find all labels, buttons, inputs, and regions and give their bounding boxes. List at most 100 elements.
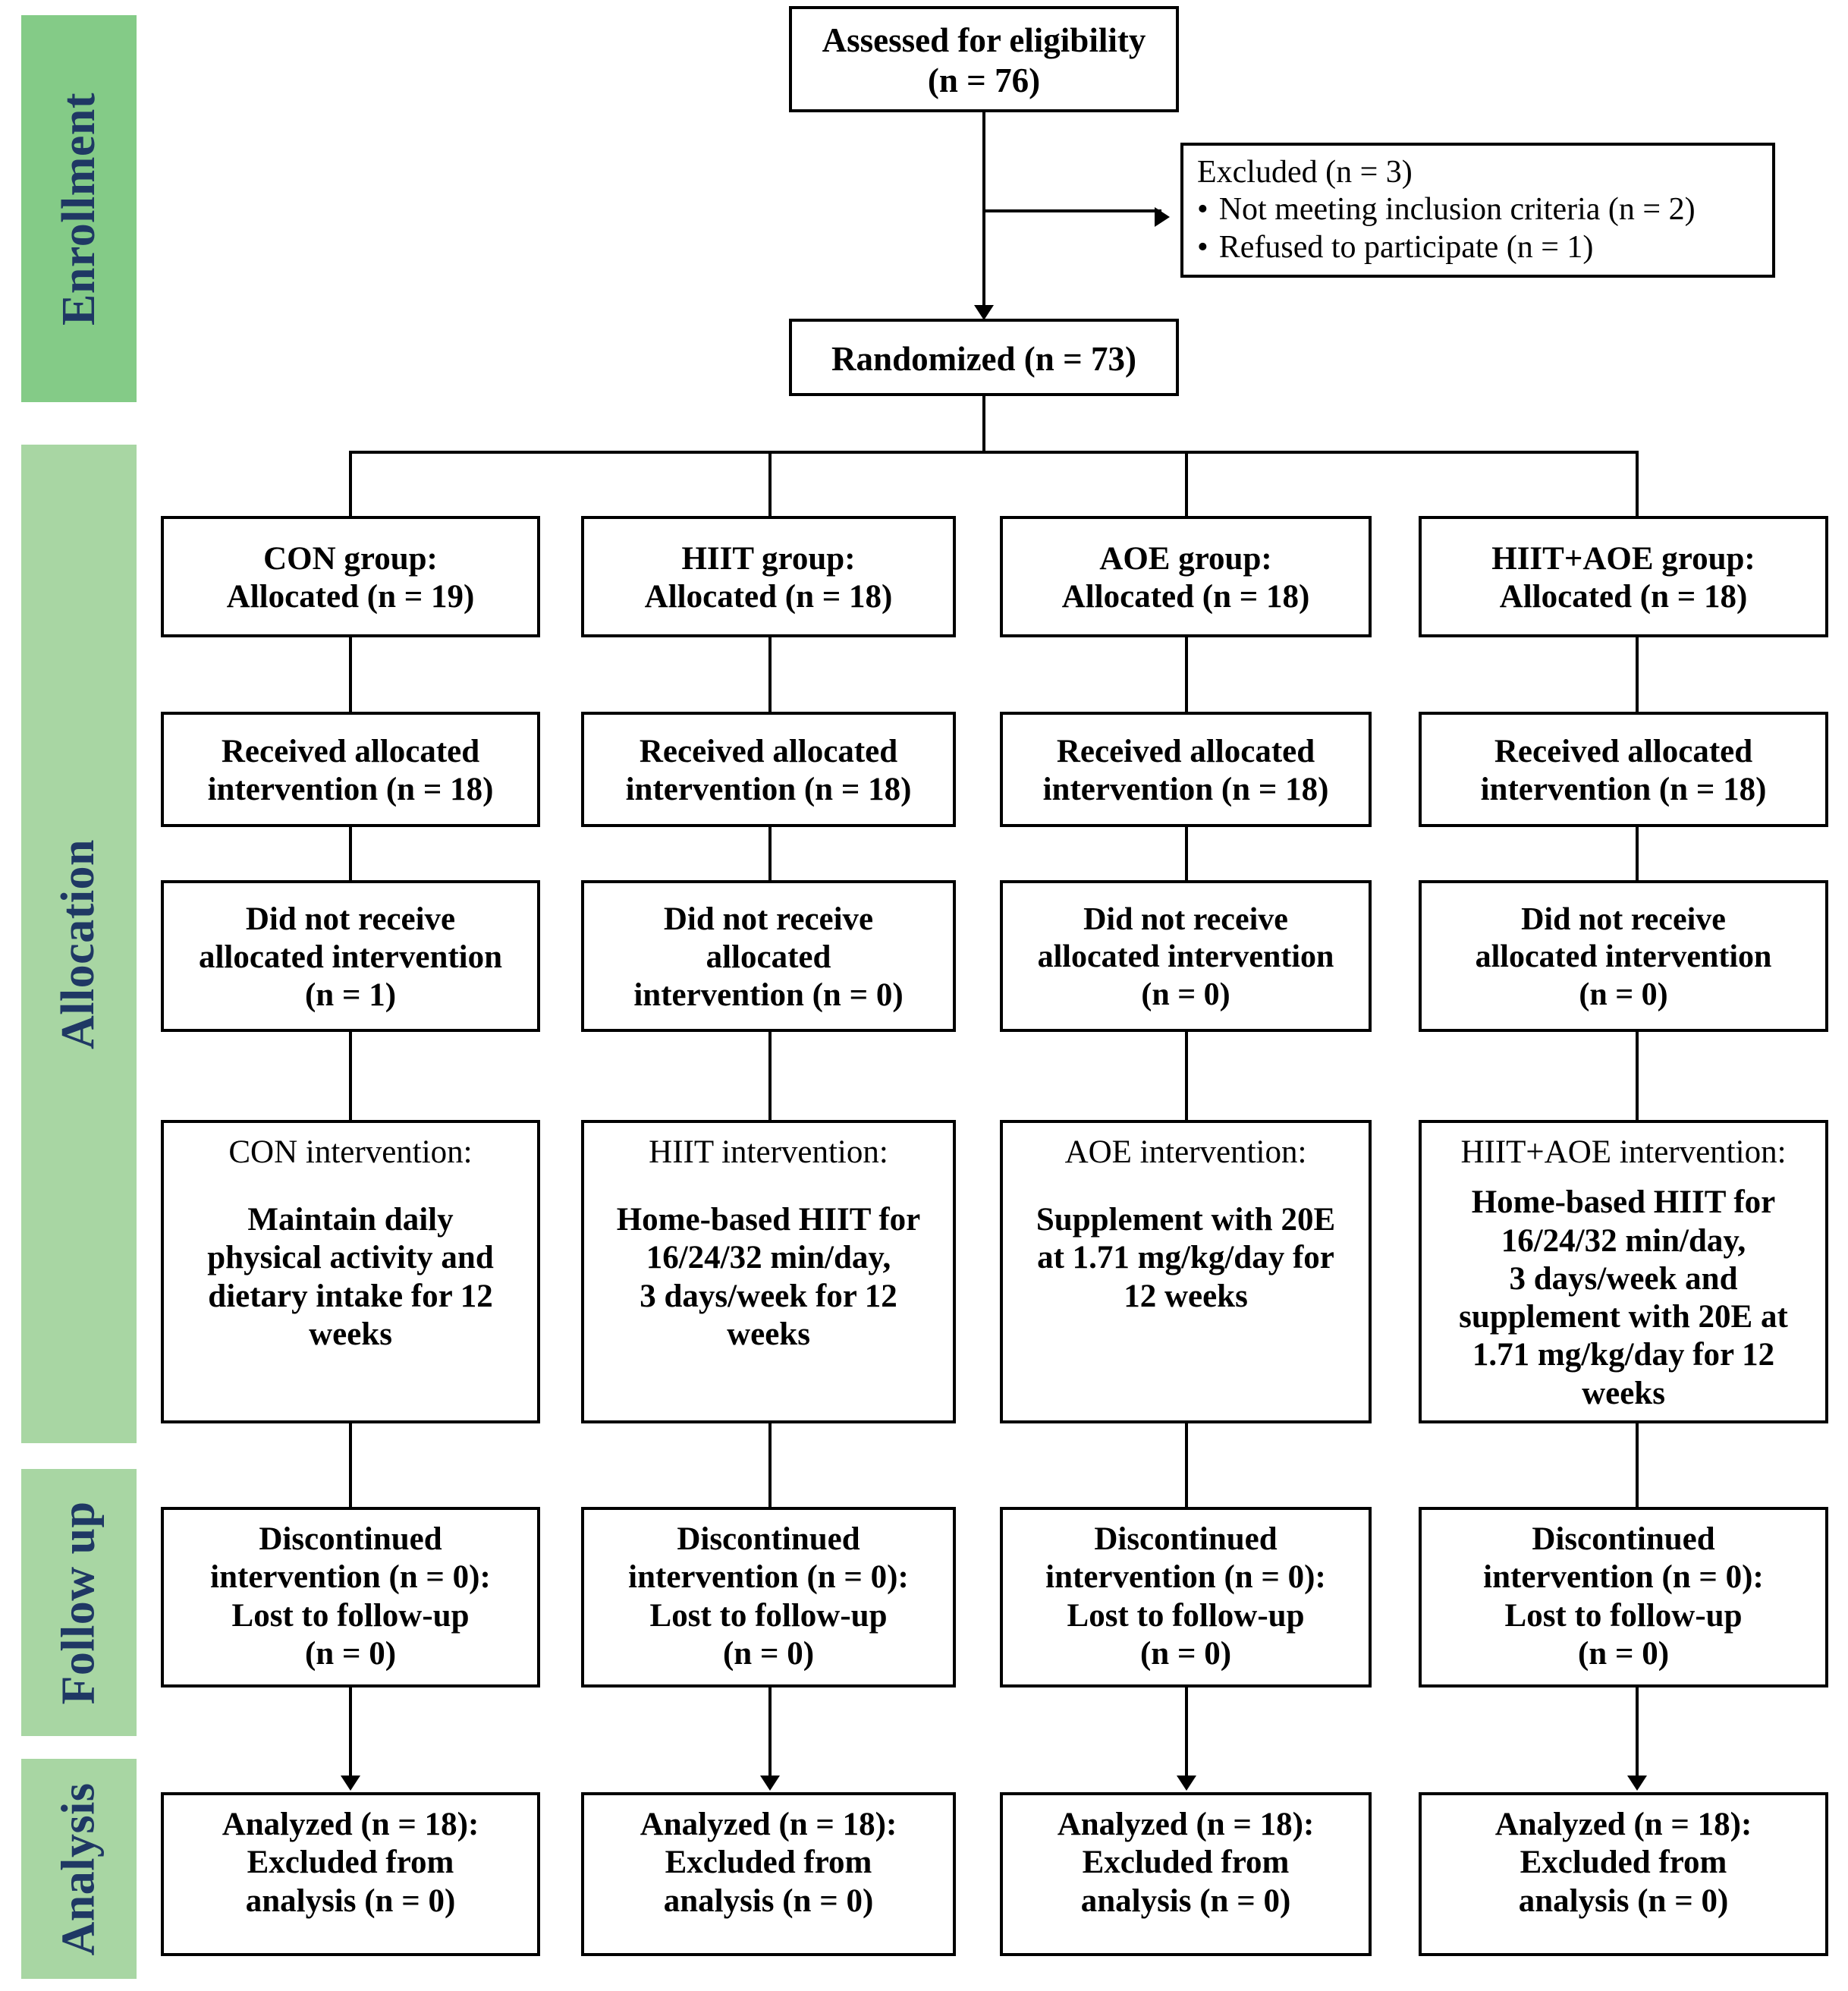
followup-hiit-line-2: intervention (n = 0): (628, 1559, 909, 1596)
box-received-con: Received allocated intervention (n = 18) (161, 712, 540, 827)
not-received-hiit-line-1: Did not receive (663, 901, 874, 937)
received-con-line-2: intervention (n = 18) (207, 772, 494, 807)
box-allocation-hiit-aoe: HIIT+AOE group: Allocated (n = 18) (1419, 516, 1828, 637)
phase-label-enrollment: Enrollment (52, 92, 105, 326)
intervention-aoe-body-1: Supplement with 20E (1036, 1201, 1336, 1238)
intervention-aoe-heading: AOE intervention: (1064, 1134, 1307, 1170)
arrowhead-into-analysis-hiit-aoe (1627, 1776, 1647, 1791)
allocation-hiit-aoe-line-1: HIIT+AOE group: (1491, 540, 1755, 577)
arrowhead-into-analysis-con (341, 1776, 360, 1791)
followup-hiit-line-1: Discontinued (677, 1521, 860, 1557)
intervention-hiit-aoe-body-5: 1.71 mg/kg/day for 12 (1472, 1337, 1775, 1373)
followup-aoe-line-3: Lost to follow-up (1067, 1597, 1305, 1634)
analysis-aoe-line-1: Analyzed (n = 18): (1057, 1807, 1315, 1842)
intervention-con-body-2: physical activity and (207, 1240, 494, 1276)
connector-hiit-followup-to-analysis (768, 1687, 772, 1786)
box-received-hiit-aoe: Received allocated intervention (n = 18) (1419, 712, 1828, 827)
phase-panel-enrollment: Enrollment (21, 15, 137, 402)
connector-randomized-stem (982, 396, 985, 454)
followup-hiit-line-4: (n = 0) (722, 1635, 815, 1672)
analysis-aoe-line-3: analysis (n = 0) (1080, 1882, 1291, 1919)
analysis-hiit-line-1: Analyzed (n = 18): (640, 1807, 897, 1842)
connector-con-intervention-to-followup (349, 1423, 352, 1507)
excluded-item-2: Refused to participate (n = 1) (1197, 229, 1594, 266)
not-received-aoe-line-2: allocated intervention (1037, 939, 1334, 975)
connector-hiit-alloc-to-received (768, 637, 772, 712)
box-followup-hiit: Discontinued intervention (n = 0): Lost … (581, 1507, 956, 1687)
connector-con-followup-to-analysis (349, 1687, 352, 1786)
box-analysis-hiit: Analyzed (n = 18): Excluded from analysi… (581, 1792, 956, 1956)
not-received-hiit-aoe-line-3: (n = 0) (1579, 977, 1668, 1012)
allocation-con-line-1: CON group: (263, 540, 438, 577)
analysis-aoe-line-2: Excluded from (1082, 1845, 1290, 1881)
followup-con-line-1: Discontinued (259, 1521, 442, 1557)
connector-to-excluded (982, 209, 1161, 212)
received-aoe-line-2: intervention (n = 18) (1042, 772, 1329, 807)
box-excluded: Excluded (n = 3) Not meeting inclusion c… (1180, 143, 1775, 278)
box-received-aoe: Received allocated intervention (n = 18) (1000, 712, 1372, 827)
followup-hiit-aoe-line-4: (n = 0) (1577, 1635, 1670, 1672)
analysis-hiit-aoe-line-3: analysis (n = 0) (1518, 1882, 1729, 1919)
box-randomized: Randomized (n = 73) (789, 319, 1179, 396)
analysis-hiit-line-2: Excluded from (665, 1845, 872, 1881)
assessed-line-2: (n = 76) (927, 61, 1041, 99)
analysis-con-line-1: Analyzed (n = 18): (222, 1807, 479, 1842)
followup-con-line-3: Lost to follow-up (231, 1597, 470, 1634)
allocation-hiit-line-1: HIIT group: (681, 540, 856, 577)
analysis-hiit-aoe-line-2: Excluded from (1520, 1845, 1727, 1881)
allocation-splitter-bar (349, 451, 1639, 454)
connector-aoe-notreceived-to-intervention (1185, 1032, 1188, 1120)
box-assessed-for-eligibility: Assessed for eligibility (n = 76) (789, 6, 1179, 112)
box-intervention-con: CON intervention: Maintain daily physica… (161, 1120, 540, 1423)
intervention-aoe-body-2: at 1.71 mg/kg/day for (1037, 1240, 1334, 1276)
intervention-hiit-aoe-body-3: 3 days/week and (1509, 1260, 1738, 1297)
received-hiit-line-1: Received allocated (639, 733, 898, 769)
box-analysis-con: Analyzed (n = 18): Excluded from analysi… (161, 1792, 540, 1956)
not-received-con-line-3: (n = 1) (304, 977, 397, 1014)
followup-hiit-aoe-line-1: Discontinued (1532, 1521, 1715, 1557)
box-intervention-hiit: HIIT intervention: Home-based HIIT for 1… (581, 1120, 956, 1423)
analysis-con-line-2: Excluded from (247, 1845, 454, 1881)
box-intervention-aoe: AOE intervention: Supplement with 20E at… (1000, 1120, 1372, 1423)
box-not-received-con: Did not receive allocated intervention (… (161, 880, 540, 1032)
excluded-item-1: Not meeting inclusion criteria (n = 2) (1197, 191, 1696, 228)
followup-hiit-aoe-line-2: intervention (n = 0): (1483, 1559, 1764, 1596)
received-con-line-1: Received allocated (221, 733, 480, 769)
connector-aoe-followup-to-analysis (1185, 1687, 1188, 1786)
not-received-aoe-line-1: Did not receive (1083, 902, 1288, 938)
intervention-con-heading: CON intervention: (228, 1134, 473, 1170)
analysis-hiit-line-3: analysis (n = 0) (663, 1882, 874, 1919)
followup-hiit-aoe-line-3: Lost to follow-up (1504, 1597, 1743, 1634)
arrowhead-into-excluded (1155, 207, 1170, 227)
received-hiit-line-2: intervention (n = 18) (625, 772, 912, 807)
connector-con-alloc-to-received (349, 637, 352, 712)
received-aoe-line-1: Received allocated (1056, 733, 1315, 769)
assessed-line-1: Assessed for eligibility (822, 21, 1146, 60)
box-followup-hiit-aoe: Discontinued intervention (n = 0): Lost … (1419, 1507, 1828, 1687)
analysis-con-line-3: analysis (n = 0) (245, 1882, 456, 1919)
arrowhead-into-randomized (974, 305, 994, 320)
not-received-con-line-1: Did not receive (245, 901, 456, 937)
connector-split-to-col-2 (768, 451, 772, 516)
box-allocation-con: CON group: Allocated (n = 19) (161, 516, 540, 637)
intervention-con-body-1: Maintain daily (247, 1201, 454, 1238)
connector-hiitaoe-intervention-to-followup (1636, 1423, 1639, 1507)
excluded-heading: Excluded (n = 3) (1197, 155, 1413, 190)
intervention-hiit-aoe-body-2: 16/24/32 min/day, (1501, 1222, 1746, 1259)
intervention-hiit-body-2: 16/24/32 min/day, (646, 1240, 891, 1276)
allocation-aoe-line-2: Allocated (n = 18) (1061, 579, 1310, 615)
connector-aoe-intervention-to-followup (1185, 1423, 1188, 1507)
followup-aoe-line-4: (n = 0) (1139, 1635, 1232, 1672)
box-allocation-aoe: AOE group: Allocated (n = 18) (1000, 516, 1372, 637)
connector-split-to-col-3 (1185, 451, 1188, 516)
box-allocation-hiit: HIIT group: Allocated (n = 18) (581, 516, 956, 637)
intervention-con-body-4: weeks (309, 1316, 392, 1352)
followup-aoe-line-2: intervention (n = 0): (1045, 1559, 1326, 1596)
connector-hiitaoe-alloc-to-received (1636, 637, 1639, 712)
connector-split-to-col-1 (349, 451, 352, 516)
intervention-hiit-aoe-body-6: weeks (1582, 1375, 1665, 1411)
box-followup-aoe: Discontinued intervention (n = 0): Lost … (1000, 1507, 1372, 1687)
not-received-hiit-line-3: intervention (n = 0) (633, 977, 904, 1014)
received-hiit-aoe-line-1: Received allocated (1494, 733, 1753, 769)
